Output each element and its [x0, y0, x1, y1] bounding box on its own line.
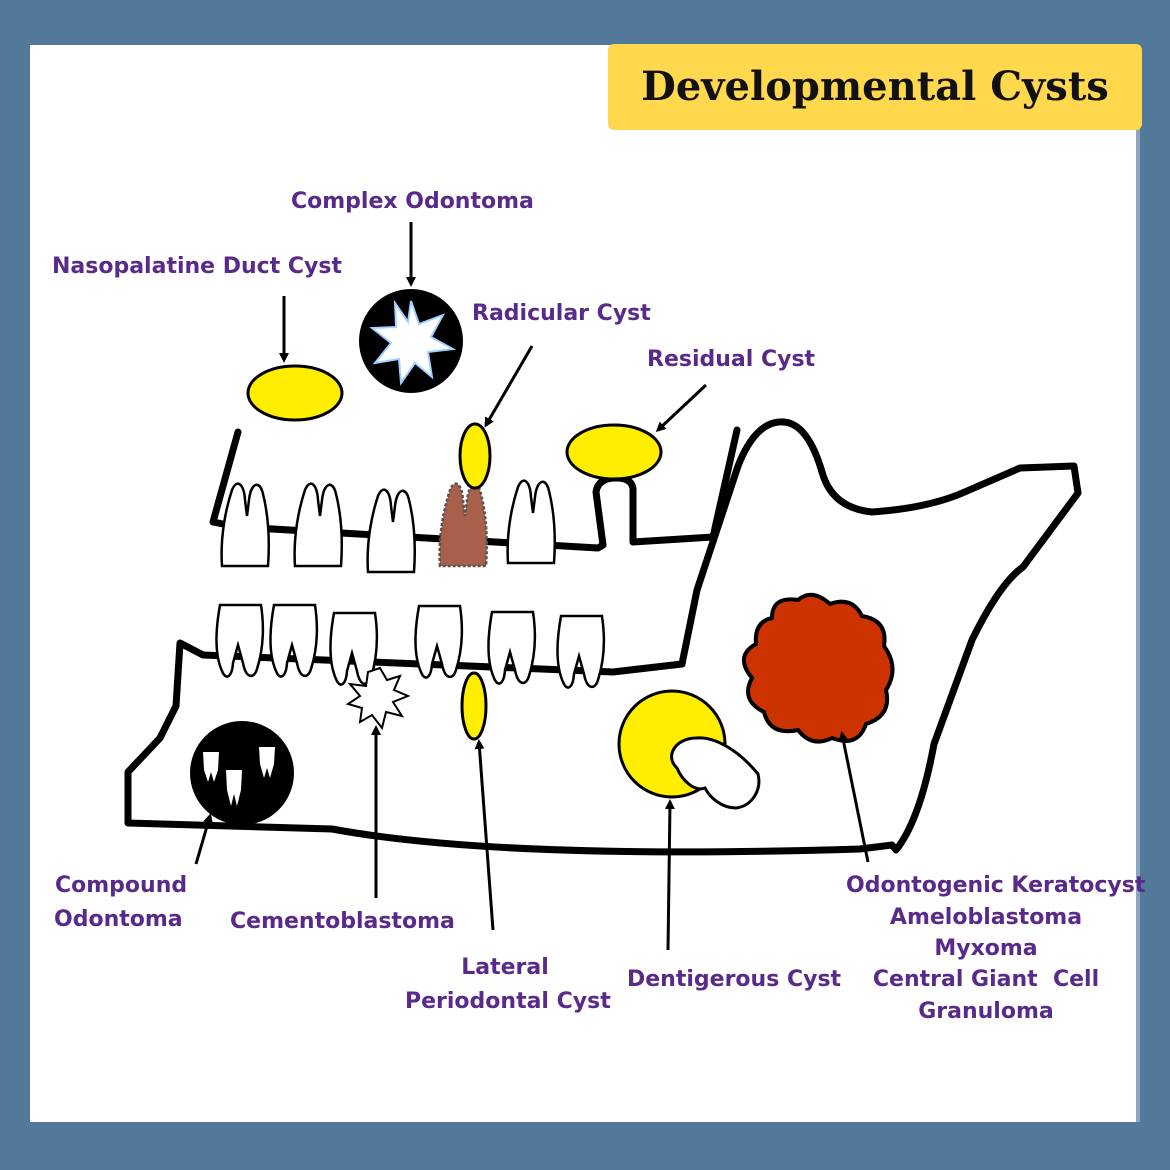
complex-odontoma-lesion	[359, 289, 463, 393]
cauliflower-lesion-icon	[742, 592, 895, 744]
label-odontogenic-keratocyst: Odontogenic Keratocyst	[846, 873, 1146, 898]
label-compound-odontoma-line1: Compound	[55, 873, 188, 898]
label-compound-odontoma-line2: Odontoma	[54, 907, 183, 932]
pointer-arrows	[194, 222, 870, 951]
label-central-giant-cell: Central Giant Cell	[872, 967, 1100, 992]
cementoblastoma-lesion	[345, 666, 411, 731]
mandible-outline	[124, 418, 1082, 856]
radicular-cyst	[458, 422, 492, 490]
diagram-panel	[30, 45, 1140, 1122]
tooth-brown-diseased	[438, 482, 489, 568]
label-radicular-cyst: Radicular Cyst	[472, 301, 651, 326]
nasopalatine-cyst	[246, 364, 344, 422]
label-complex-odontoma: Complex Odontoma	[291, 189, 534, 214]
label-residual-cyst: Residual Cyst	[647, 347, 816, 372]
lateral-periodontal-cyst	[460, 671, 488, 741]
page-title: Developmental Cysts	[641, 63, 1109, 110]
star-burst-icon	[369, 299, 457, 386]
label-cementoblastoma: Cementoblastoma	[230, 909, 455, 934]
label-granuloma: Granuloma	[918, 999, 1054, 1024]
title-banner: Developmental Cysts	[608, 44, 1142, 130]
compound-odontoma-lesion	[190, 721, 294, 825]
lower-teeth	[215, 603, 606, 689]
label-lateral-line2: Periodontal Cyst	[405, 989, 611, 1014]
label-myxoma: Myxoma	[934, 936, 1038, 961]
impacted-tooth	[670, 736, 761, 810]
label-nasopalatine-duct-cyst: Nasopalatine Duct Cyst	[52, 254, 342, 279]
tooth-icon	[203, 747, 275, 806]
label-dentigerous-cyst: Dentigerous Cyst	[627, 967, 842, 992]
residual-cyst	[565, 423, 663, 481]
dentigerous-cyst	[617, 689, 761, 810]
label-lateral-line1: Lateral	[461, 955, 549, 980]
label-ameloblastoma: Ameloblastoma	[889, 905, 1083, 930]
